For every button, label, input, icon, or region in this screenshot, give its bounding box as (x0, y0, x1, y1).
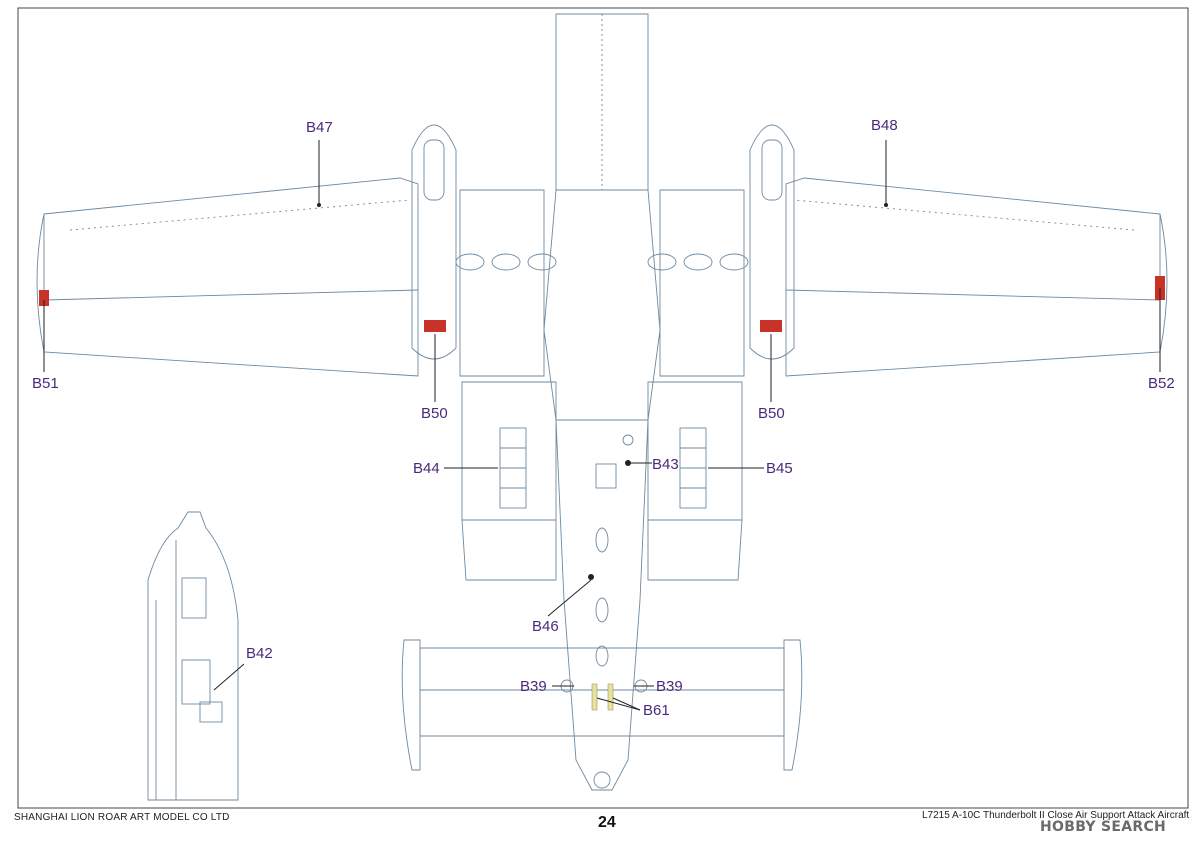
right-wingtip (1159, 213, 1168, 353)
callout-b45: B45 (766, 460, 793, 477)
left-engine-nacelle (461, 381, 557, 581)
fuselage-center (543, 189, 661, 421)
callout-b47: B47 (306, 119, 333, 136)
company-name: SHANGHAI LION ROAR ART MODEL CO LTD (14, 812, 230, 823)
callout-b44: B44 (413, 460, 440, 477)
right-gear-pod (749, 124, 795, 360)
horizontal-stabilizer (419, 647, 785, 737)
callout-b43: B43 (652, 456, 679, 473)
callout-b48: B48 (871, 117, 898, 134)
right-tail-fin (783, 639, 803, 771)
callout-b39-left: B39 (520, 678, 547, 695)
decal-b51-red (39, 290, 49, 306)
callout-b50-right: B50 (758, 405, 785, 422)
callout-b50-left: B50 (421, 405, 448, 422)
decal-b50-left-red (424, 320, 446, 332)
watermark-logo: HOBBY SEARCH (1040, 819, 1167, 835)
wing-access-panels (455, 253, 749, 271)
decal-markings (39, 203, 1165, 711)
center-wing (459, 189, 545, 377)
decal-b61-yellow-1 (591, 683, 598, 711)
decal-b47-marker (317, 203, 321, 207)
callout-b42: B42 (246, 645, 273, 662)
callout-b61: B61 (643, 702, 670, 719)
sheet-border (17, 7, 1189, 809)
right-engine-nacelle (647, 381, 743, 581)
left-wingtip (36, 213, 45, 353)
left-nacelle-panels (499, 427, 527, 509)
page-number: 24 (598, 814, 616, 831)
callout-b52: B52 (1148, 375, 1175, 392)
callout-b46: B46 (532, 618, 559, 635)
decal-b50-right-red (760, 320, 782, 332)
kit-title: L7215 A-10C Thunderbolt II Close Air Sup… (922, 810, 1190, 821)
decal-b43-marker (625, 460, 631, 466)
leader-lines (43, 140, 1161, 711)
aircraft-underside-view (36, 13, 1168, 801)
left-wing (43, 177, 419, 377)
decal-b46-marker (588, 574, 594, 580)
fuselage-tail (555, 419, 649, 791)
decal-b48-marker (884, 203, 888, 207)
right-wing (785, 177, 1161, 377)
callout-b51: B51 (32, 375, 59, 392)
left-tail-fin (401, 639, 421, 771)
decal-b61-yellow-2 (607, 683, 614, 711)
right-nacelle-panels (679, 427, 707, 509)
left-gear-pod (411, 124, 457, 360)
inset-side-view (147, 511, 239, 801)
callout-b39-right: B39 (656, 678, 683, 695)
